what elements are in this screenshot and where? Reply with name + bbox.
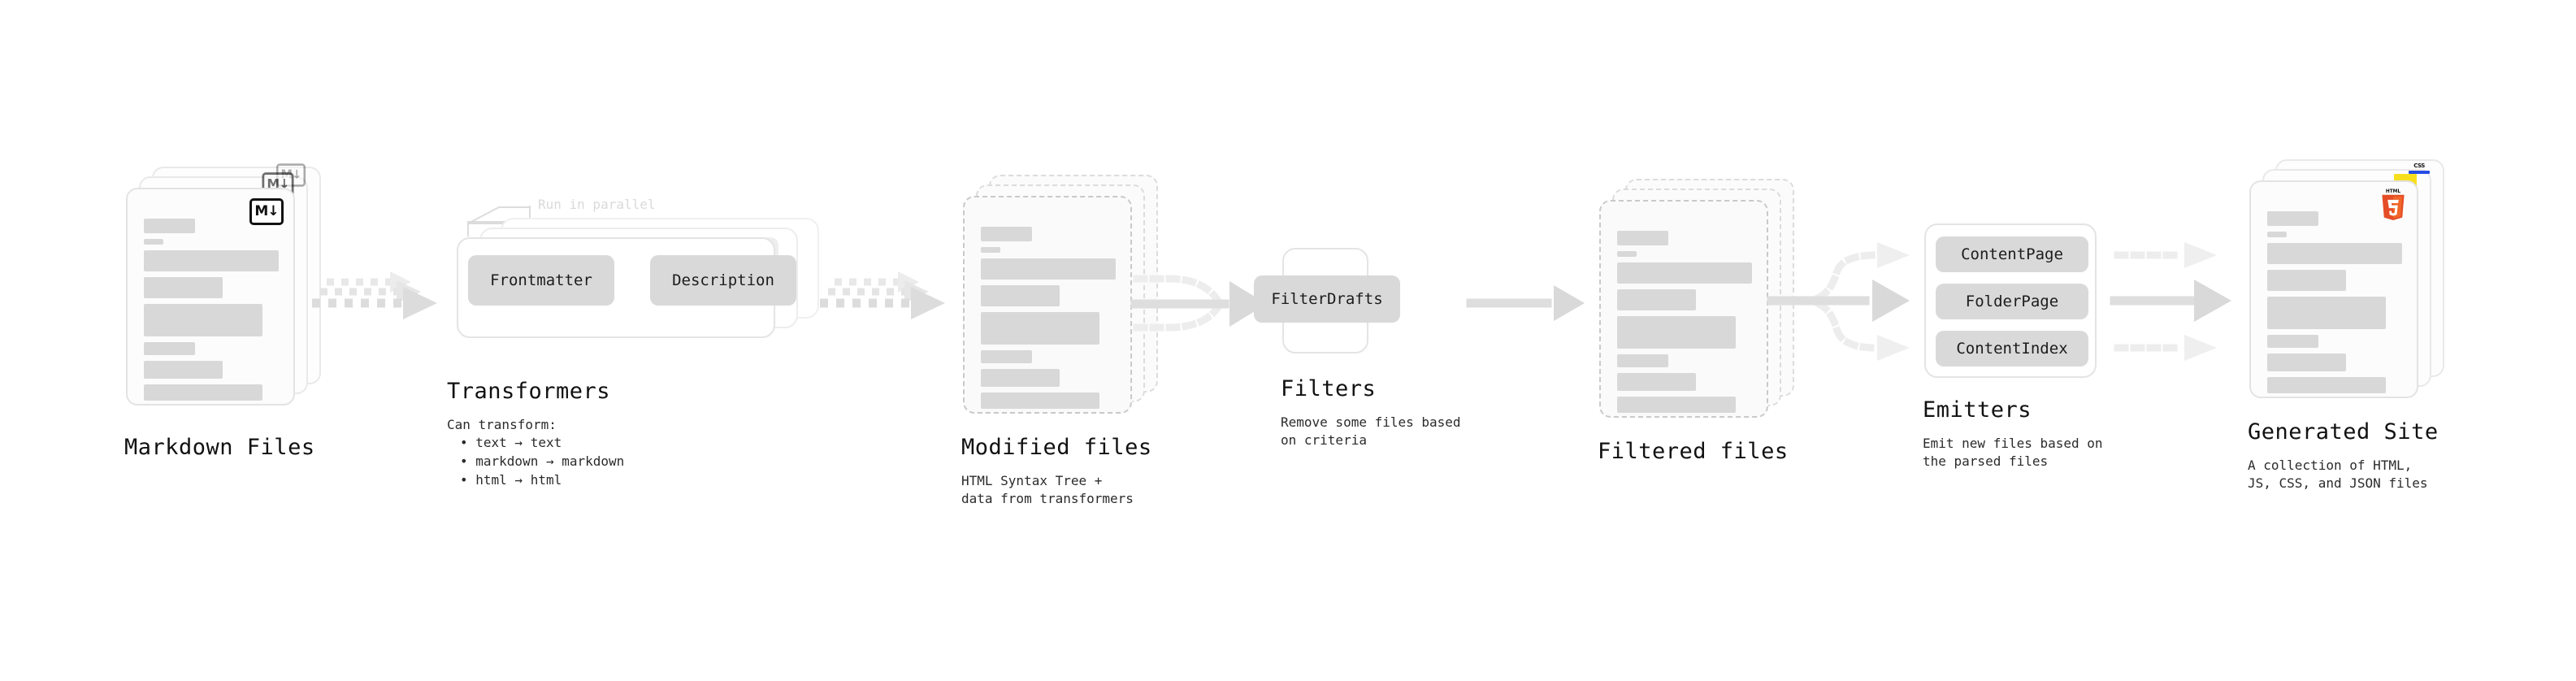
modified-file-stack bbox=[963, 175, 1164, 419]
content-bar bbox=[144, 239, 163, 245]
content-bar bbox=[144, 342, 195, 355]
conn-filters-filtered bbox=[1466, 280, 1603, 329]
modified-content-placeholder bbox=[981, 215, 1116, 414]
stage-title-emitters: Emitters bbox=[1923, 397, 2032, 423]
filtered-file-stack bbox=[1599, 179, 1801, 423]
content-bar bbox=[1617, 251, 1637, 257]
stage-title-transformers: Transformers bbox=[447, 379, 611, 404]
content-bar bbox=[981, 227, 1032, 241]
filters-chip-filterdrafts[interactable]: FilterDrafts bbox=[1254, 275, 1400, 323]
emitters-subtitle: Emit new files based on the parsed files bbox=[1923, 436, 2103, 469]
content-bar bbox=[2267, 270, 2346, 291]
merge-dashed-arrow-icon bbox=[1130, 275, 1267, 332]
content-bar bbox=[144, 250, 279, 271]
stage-title-filtered-files: Filtered files bbox=[1598, 439, 1789, 464]
content-bar bbox=[2267, 297, 2386, 329]
generated-content-placeholder bbox=[2267, 200, 2402, 399]
stage-emitters: ContentPage FolderPage ContentIndex Emit… bbox=[1923, 223, 2103, 469]
filtered-content-placeholder bbox=[1617, 219, 1752, 419]
triple-dashed-arrow-icon bbox=[312, 271, 437, 319]
generated-site-subtitle: A collection of HTML, JS, CSS, and JSON … bbox=[2248, 458, 2428, 491]
triple-dashed-arrow-icon bbox=[820, 271, 945, 319]
stage-title-generated-site: Generated Site bbox=[2248, 419, 2439, 445]
markdown-icon: M↓ bbox=[249, 198, 284, 225]
emitters-chip-contentpage-label: ContentPage bbox=[1961, 245, 2063, 263]
modified-file-card bbox=[963, 196, 1132, 414]
css-icon: CSS bbox=[2409, 163, 2430, 175]
conn-modified-filters bbox=[1130, 244, 1296, 366]
stage-title-filters: Filters bbox=[1281, 376, 1377, 401]
generated-site-stack: CSS HTML bbox=[2249, 159, 2451, 403]
stage-generated-site: CSS HTML bbox=[2248, 159, 2451, 491]
content-bar bbox=[1617, 316, 1736, 349]
transformers-bullet-1: • markdown → markdown bbox=[460, 453, 625, 469]
transformers-bullet-0: • text → text bbox=[460, 435, 562, 450]
emitters-chip-contentindex-label: ContentIndex bbox=[1956, 340, 2068, 358]
content-bar bbox=[1617, 289, 1696, 310]
content-bar bbox=[1617, 373, 1696, 391]
stage-filtered-files: Filtered files bbox=[1598, 179, 1801, 464]
content-bar bbox=[981, 247, 1000, 253]
fanout-dashed-arrow-icon bbox=[1767, 242, 1910, 361]
stage-markdown-files: M↓ M↓ M↓ Markdown Files bbox=[124, 163, 327, 460]
stage-title-modified-files: Modified files bbox=[961, 435, 1152, 460]
svg-text:HTML: HTML bbox=[2386, 189, 2400, 194]
content-bar bbox=[981, 369, 1060, 387]
filters-subtitle: Remove some files based on criteria bbox=[1281, 414, 1461, 448]
content-bar bbox=[144, 384, 262, 401]
emitters-chip-contentpage[interactable]: ContentPage bbox=[1936, 236, 2088, 272]
conn-filtered-emitters bbox=[1767, 226, 1932, 376]
filters-group-box: FilterDrafts bbox=[1254, 248, 1400, 354]
emitters-chip-contentindex[interactable]: ContentIndex bbox=[1936, 331, 2088, 367]
markdown-file-card: M↓ bbox=[126, 188, 295, 406]
content-bar bbox=[981, 312, 1099, 345]
modified-files-subtitle: HTML Syntax Tree + data from transformer… bbox=[961, 473, 1134, 506]
transformer-chip-frontmatter[interactable]: Frontmatter bbox=[468, 255, 614, 306]
transformer-chip-description-label: Description bbox=[672, 271, 774, 289]
content-bar bbox=[981, 350, 1032, 363]
conn-markdown-transformers bbox=[309, 268, 455, 333]
content-bar bbox=[981, 285, 1060, 306]
content-bar bbox=[144, 277, 223, 298]
content-bar bbox=[144, 219, 195, 233]
transformer-chip-frontmatter-label: Frontmatter bbox=[490, 271, 592, 289]
content-bar bbox=[2267, 335, 2318, 348]
stage-filters: FilterDrafts Filters Remove some files b… bbox=[1254, 248, 1461, 448]
stage-modified-files: Modified files HTML Syntax Tree + data f… bbox=[961, 175, 1164, 506]
fanout-dashed-arrow-icon bbox=[2110, 242, 2231, 361]
content-bar bbox=[1617, 397, 1736, 413]
content-bar bbox=[981, 393, 1099, 409]
content-bar bbox=[2267, 232, 2287, 237]
content-bar bbox=[1617, 231, 1668, 245]
emitters-chip-folderpage[interactable]: FolderPage bbox=[1936, 284, 2088, 319]
conn-transformers-modified bbox=[817, 268, 963, 333]
conn-emitters-site bbox=[2110, 226, 2259, 376]
emitters-group-box: ContentPage FolderPage ContentIndex bbox=[1924, 223, 2097, 378]
transformers-bullet-2: • html → html bbox=[460, 472, 562, 488]
content-bar bbox=[981, 258, 1116, 280]
content-bar bbox=[2267, 354, 2346, 371]
content-bar bbox=[2267, 377, 2386, 393]
run-in-parallel-leader-icon bbox=[467, 206, 531, 236]
generated-site-card: HTML bbox=[2249, 180, 2418, 398]
transformers-subtitle: Can transform: bbox=[447, 417, 557, 432]
content-bar bbox=[2267, 243, 2402, 264]
filtered-file-card bbox=[1599, 200, 1768, 418]
content-bar bbox=[1617, 354, 1668, 367]
content-bar bbox=[144, 361, 223, 379]
content-bar bbox=[1617, 262, 1752, 284]
content-bar bbox=[144, 304, 262, 336]
transformer-chip-description[interactable]: Description bbox=[650, 255, 796, 306]
emitters-chip-folderpage-label: FolderPage bbox=[1965, 293, 2059, 310]
single-dashed-arrow-icon bbox=[1466, 285, 1585, 321]
html5-icon: HTML bbox=[2382, 189, 2405, 221]
filters-chip-filterdrafts-label: FilterDrafts bbox=[1271, 290, 1383, 308]
stage-title-markdown-files: Markdown Files bbox=[124, 435, 315, 460]
run-in-parallel-label: Run in parallel bbox=[538, 197, 656, 212]
markdown-file-stack: M↓ M↓ M↓ bbox=[126, 163, 327, 410]
markdown-content-placeholder bbox=[144, 207, 279, 406]
content-bar bbox=[2267, 211, 2318, 226]
